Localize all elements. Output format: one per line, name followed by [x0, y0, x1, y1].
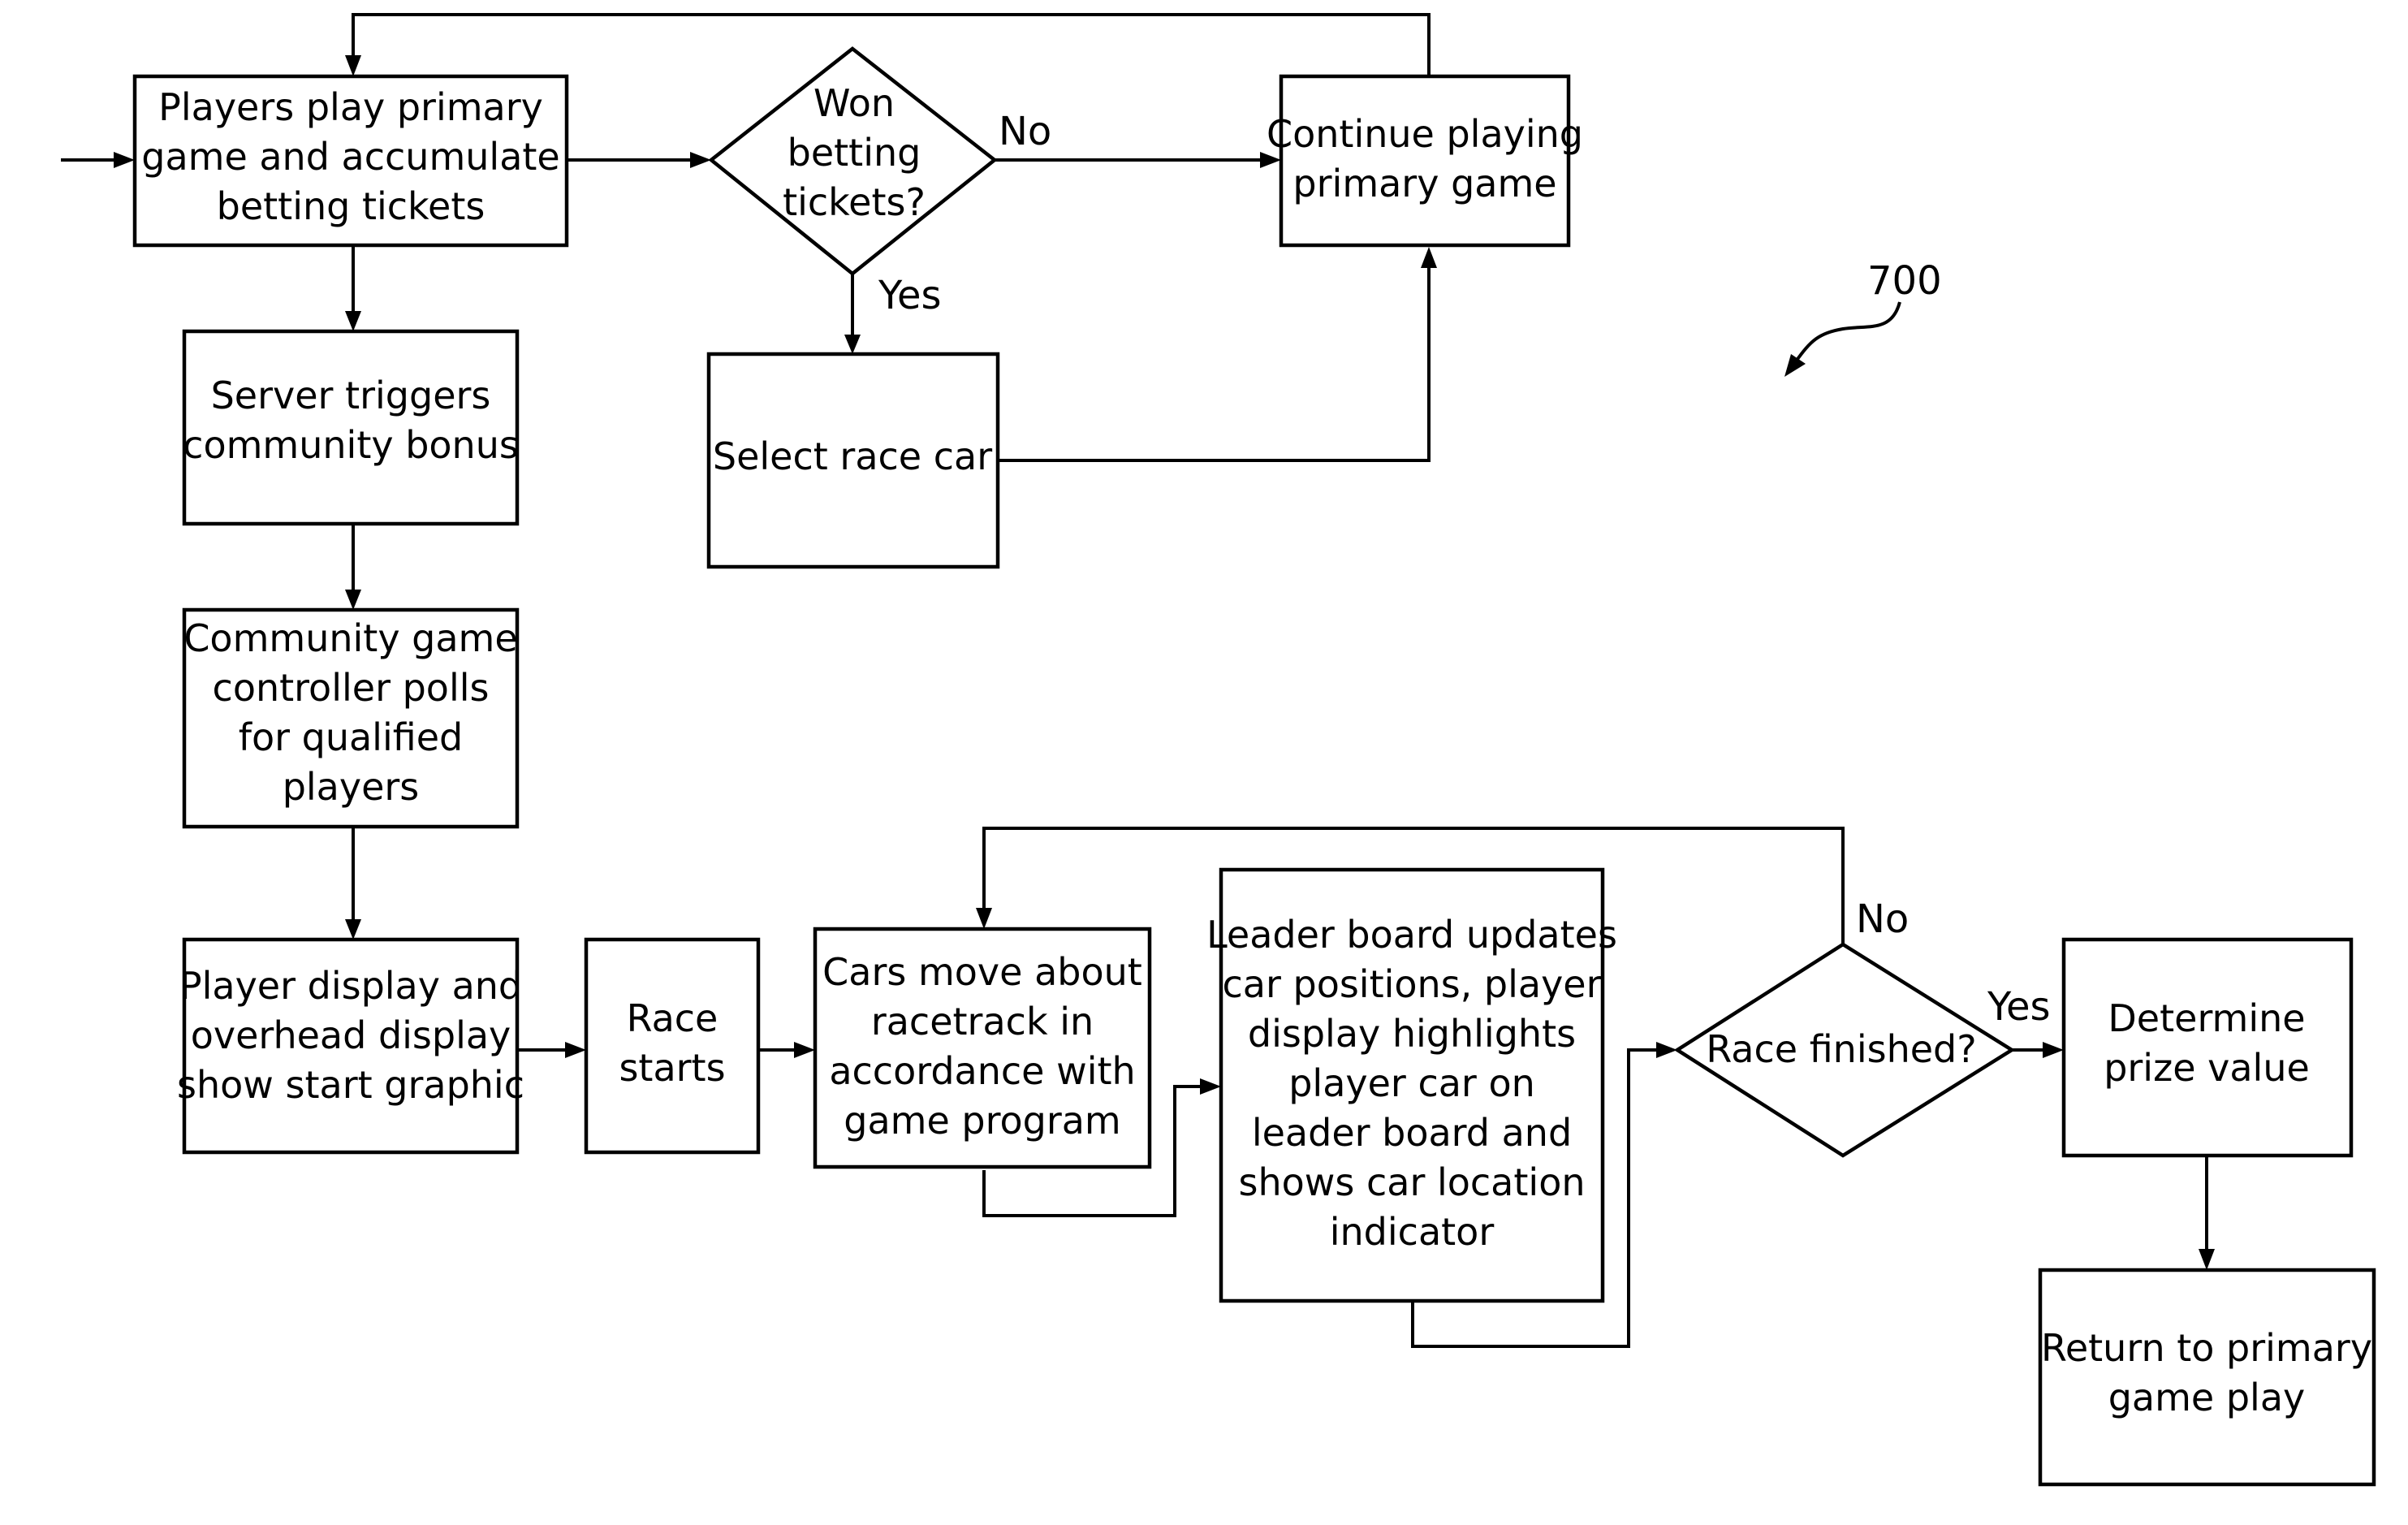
- edge-label-yes-bottom: Yes: [1987, 984, 2050, 1030]
- start-graphic-line-1: Player display and: [179, 964, 522, 1008]
- start-graphic-line-2: overhead display: [191, 1013, 511, 1057]
- edge-label-no-bottom: No: [1856, 896, 1909, 942]
- poll-players-line-3: for qualified: [239, 715, 463, 759]
- decision-won-tickets: Won betting tickets?: [711, 49, 995, 274]
- prize-value-line-1: Determine: [2108, 996, 2305, 1040]
- leader-board-line-7: indicator: [1330, 1210, 1495, 1254]
- cars-move-line-1: Cars move about: [822, 950, 1142, 994]
- server-trigger-line-2: community bonus: [183, 423, 519, 467]
- figure-number-arrowhead: [1784, 354, 1806, 377]
- leader-board-line-4: player car on: [1288, 1061, 1535, 1105]
- server-trigger-line-1: Server triggers: [211, 374, 491, 417]
- figure-number-leader-curve: [1796, 302, 1900, 361]
- start-graphic-line-3: show start graphic: [177, 1063, 524, 1107]
- select-car-line-1: Select race car: [713, 434, 992, 478]
- won-tickets-line-2: betting: [788, 131, 921, 175]
- leader-board-line-1: Leader board updates: [1206, 913, 1617, 957]
- race-starts-line-2: starts: [619, 1046, 725, 1090]
- cars-move-line-2: racetrack in: [871, 1000, 1094, 1043]
- poll-players-line-4: players: [283, 765, 420, 809]
- continue-primary-line-1: Continue playing: [1267, 112, 1583, 156]
- process-poll-players: Community game controller polls for qual…: [183, 610, 517, 827]
- process-start-graphic: Player display and overhead display show…: [177, 940, 524, 1152]
- won-tickets-line-3: tickets?: [783, 180, 926, 224]
- continue-primary-line-2: primary game: [1292, 162, 1556, 205]
- cars-move-line-3: accordance with: [829, 1049, 1135, 1093]
- decision-race-finished: Race finished?: [1677, 944, 2012, 1156]
- figure-number: 700: [1867, 258, 1942, 304]
- race-finished-text: Race finished?: [1706, 1027, 1976, 1071]
- process-race-starts: Race starts: [586, 940, 758, 1152]
- edge-label-no-top: No: [999, 109, 1051, 154]
- process-cars-move: Cars move about racetrack in accordance …: [815, 929, 1150, 1167]
- poll-players-line-2: controller polls: [213, 666, 490, 710]
- leader-board-line-5: leader board and: [1252, 1111, 1572, 1155]
- loop-continue-to-play: [353, 15, 1429, 76]
- play-primary-line-1: Players play primary: [158, 85, 543, 129]
- leader-board-line-3: display highlights: [1248, 1012, 1576, 1056]
- play-primary-line-3: betting tickets: [217, 184, 485, 228]
- leader-board-line-2: car positions, player: [1222, 962, 1601, 1006]
- process-return-primary: Return to primary game play: [2040, 1270, 2374, 1484]
- process-select-race-car: Select race car: [709, 354, 998, 567]
- race-starts-line-1: Race: [627, 996, 719, 1040]
- arrow-select-to-continue: [999, 268, 1429, 460]
- process-leader-board: Leader board updates car positions, play…: [1206, 870, 1617, 1301]
- edge-label-yes-top: Yes: [878, 273, 941, 318]
- won-tickets-line-1: Won: [813, 81, 895, 125]
- cars-move-line-4: game program: [844, 1099, 1120, 1143]
- prize-value-line-2: prize value: [2104, 1046, 2310, 1090]
- leader-board-line-6: shows car location: [1238, 1160, 1585, 1204]
- play-primary-line-2: game and accumulate: [141, 135, 559, 179]
- poll-players-line-1: Community game: [183, 616, 517, 660]
- return-primary-line-2: game play: [2108, 1376, 2306, 1419]
- process-play-primary: Players play primary game and accumulate…: [135, 76, 567, 245]
- process-prize-value: Determine prize value: [2064, 940, 2351, 1156]
- process-continue-primary: Continue playing primary game: [1267, 76, 1583, 245]
- process-server-trigger: Server triggers community bonus: [183, 331, 519, 524]
- return-primary-line-1: Return to primary: [2041, 1326, 2372, 1370]
